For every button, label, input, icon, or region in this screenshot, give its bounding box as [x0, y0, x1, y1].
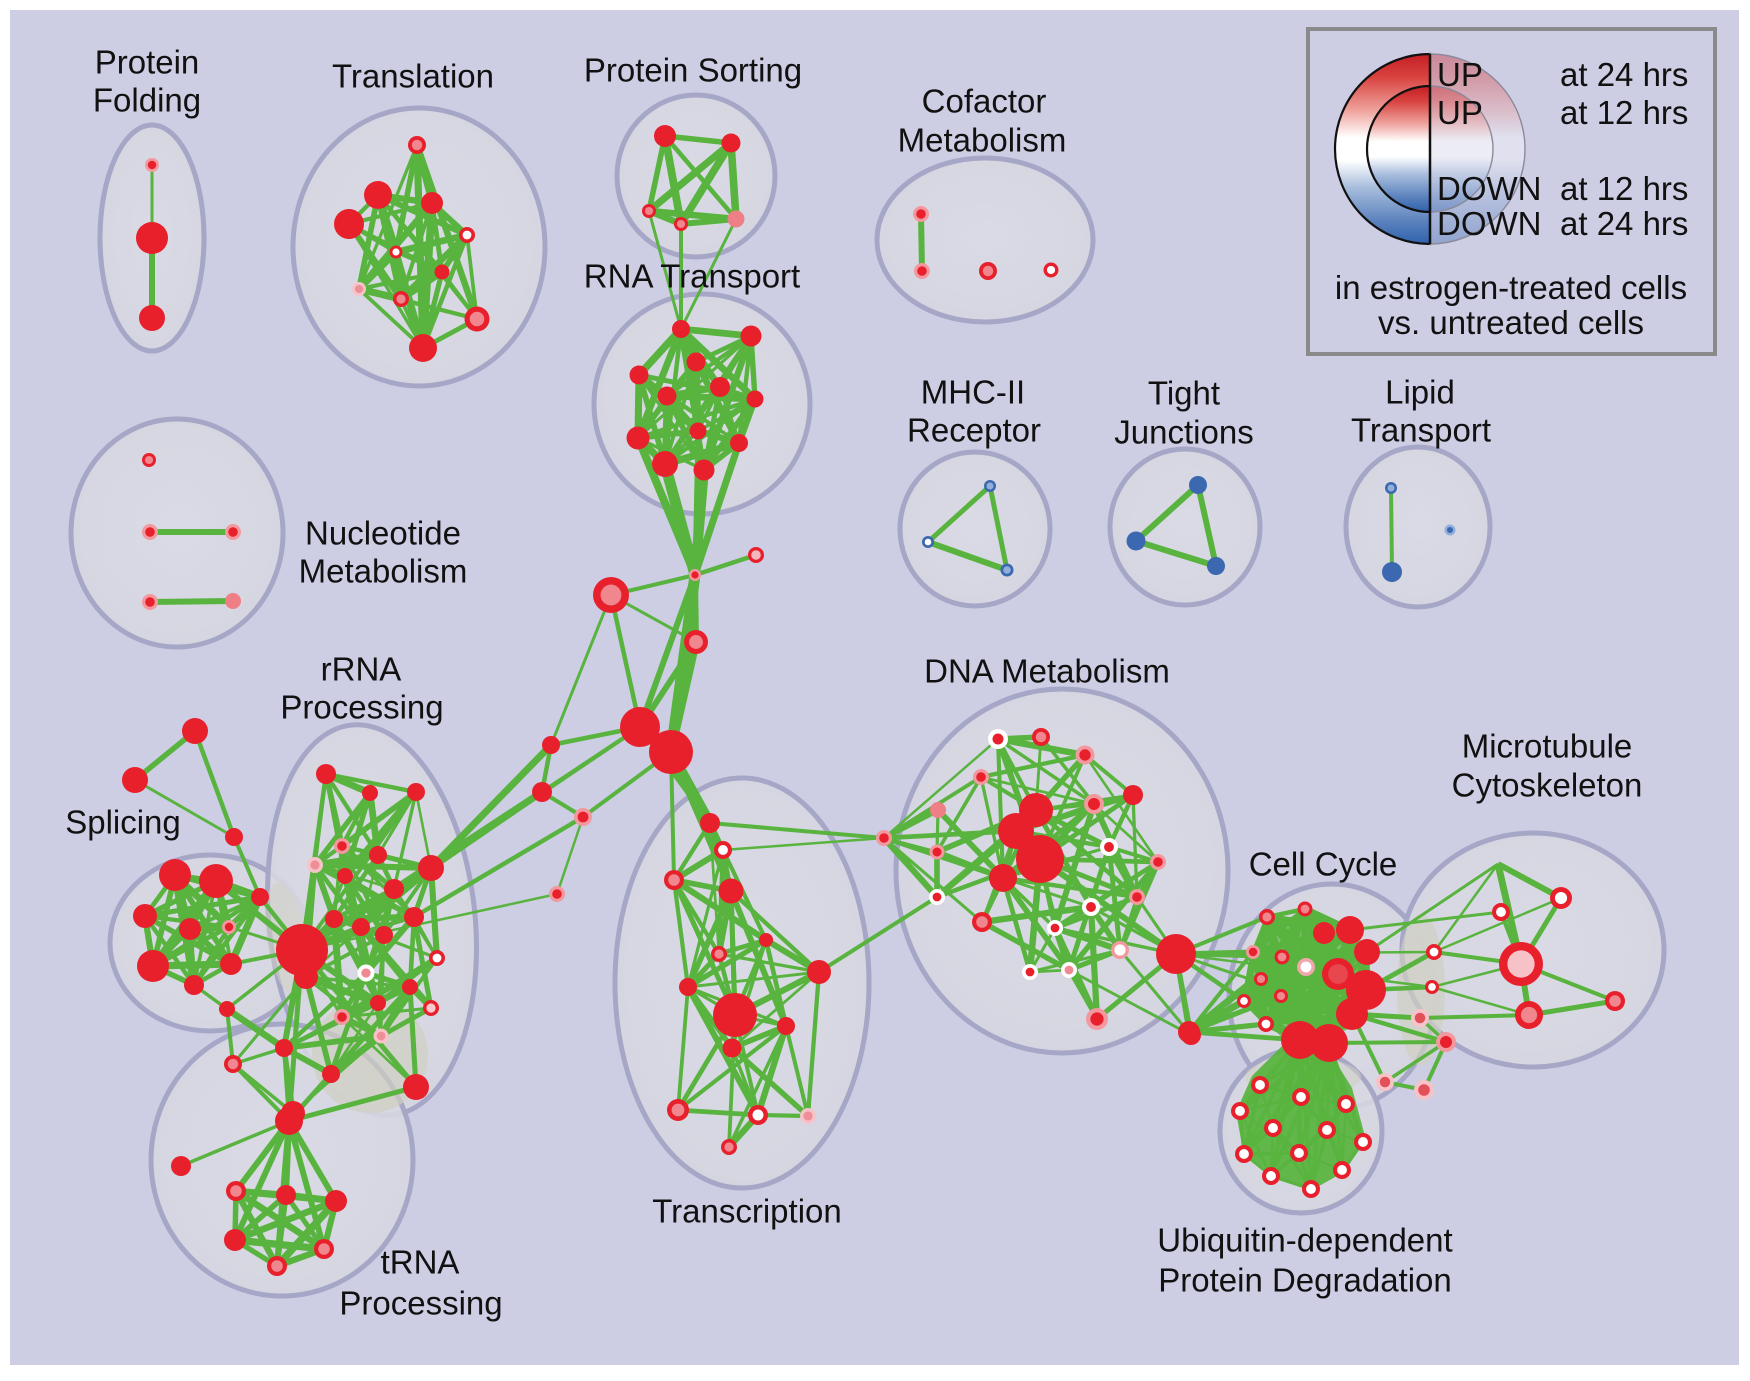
- svg-text:vs. untreated cells: vs. untreated cells: [1378, 304, 1644, 341]
- svg-text:Cofactor: Cofactor: [922, 83, 1047, 120]
- svg-text:Receptor: Receptor: [907, 412, 1041, 449]
- svg-text:Folding: Folding: [93, 82, 201, 119]
- svg-text:rRNA: rRNA: [321, 651, 402, 688]
- svg-text:Ubiquitin-dependent: Ubiquitin-dependent: [1157, 1222, 1452, 1259]
- svg-text:tRNA: tRNA: [381, 1244, 460, 1281]
- svg-text:DNA Metabolism: DNA Metabolism: [924, 653, 1170, 690]
- svg-text:MHC-II: MHC-II: [921, 374, 1025, 411]
- svg-text:at 24 hrs: at 24 hrs: [1560, 205, 1688, 242]
- svg-text:Microtubule: Microtubule: [1462, 728, 1633, 765]
- svg-text:UP: UP: [1437, 56, 1483, 93]
- svg-text:DOWN: DOWN: [1437, 170, 1541, 207]
- svg-text:Cytoskeleton: Cytoskeleton: [1452, 767, 1643, 804]
- svg-text:Transcription: Transcription: [652, 1193, 842, 1230]
- svg-text:Metabolism: Metabolism: [898, 122, 1067, 159]
- svg-text:Translation: Translation: [332, 58, 494, 95]
- svg-text:UP: UP: [1437, 94, 1483, 131]
- svg-text:at 12 hrs: at 12 hrs: [1560, 170, 1688, 207]
- svg-text:Splicing: Splicing: [65, 804, 181, 841]
- svg-text:at 24 hrs: at 24 hrs: [1560, 56, 1688, 93]
- svg-text:DOWN: DOWN: [1437, 205, 1541, 242]
- svg-text:Junctions: Junctions: [1114, 414, 1253, 451]
- svg-text:RNA Transport: RNA Transport: [584, 258, 800, 295]
- svg-text:Protein Degradation: Protein Degradation: [1158, 1262, 1452, 1299]
- svg-text:Lipid: Lipid: [1385, 374, 1455, 411]
- svg-text:Protein Sorting: Protein Sorting: [584, 52, 802, 89]
- svg-text:Metabolism: Metabolism: [299, 553, 468, 590]
- svg-text:Transport: Transport: [1351, 412, 1491, 449]
- svg-text:Nucleotide: Nucleotide: [305, 515, 461, 552]
- svg-text:Processing: Processing: [339, 1285, 502, 1322]
- svg-text:Protein: Protein: [95, 44, 200, 81]
- svg-text:in estrogen-treated cells: in estrogen-treated cells: [1335, 269, 1687, 306]
- svg-text:at 12 hrs: at 12 hrs: [1560, 94, 1688, 131]
- svg-text:Tight: Tight: [1148, 375, 1220, 412]
- svg-text:Processing: Processing: [280, 689, 443, 726]
- svg-text:Cell Cycle: Cell Cycle: [1249, 846, 1398, 883]
